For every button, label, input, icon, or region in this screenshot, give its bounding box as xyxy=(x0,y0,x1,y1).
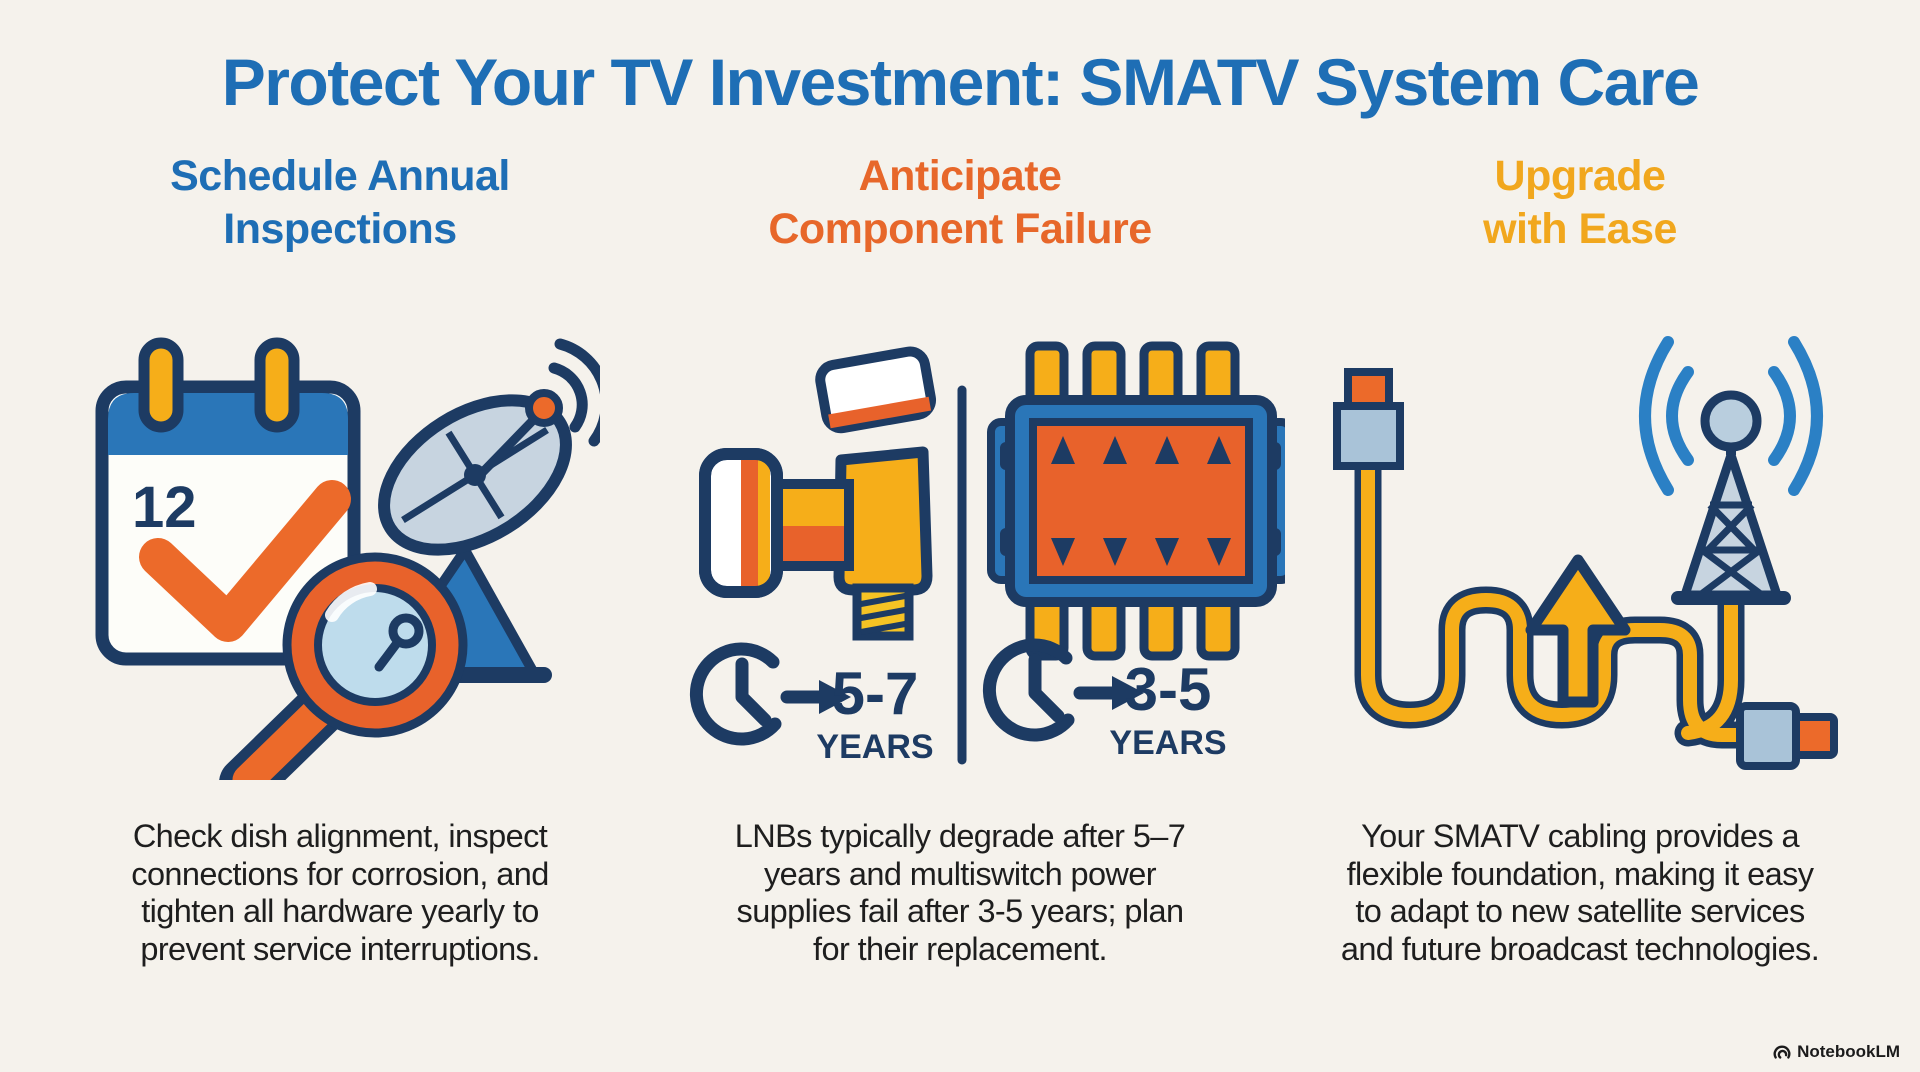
lifespan-multiswitch: 3-5 YEARS xyxy=(982,638,1227,762)
page-title: Protect Your TV Investment: SMATV System… xyxy=(221,45,1700,119)
upgrade-illustration xyxy=(1333,336,1838,770)
lifespan-range: 5-7 xyxy=(832,660,919,727)
lifespan-range: 3-5 xyxy=(1125,656,1212,723)
upgrade-icons xyxy=(1270,300,1890,770)
checkmark-icon xyxy=(139,480,351,642)
signal-wave-icon xyxy=(1768,366,1796,466)
satellite-dish-icon xyxy=(358,338,600,683)
signal-wave-icon xyxy=(1639,336,1674,496)
signal-wave-icon xyxy=(1788,336,1823,496)
signal-wave-icon xyxy=(1666,366,1694,466)
column-heading: Upgrade with Ease xyxy=(1483,152,1677,254)
component-icons: 5-7 YEARS 3-5 YEARS xyxy=(635,312,1285,767)
column-heading: Anticipate Component Failure xyxy=(768,152,1152,254)
component-illustration: 5-7 YEARS 3-5 YEARS xyxy=(689,341,1285,766)
calendar-icon: 12 xyxy=(95,337,361,666)
cable-connector-icon xyxy=(1333,368,1404,470)
lnb-connector-icon xyxy=(699,346,937,641)
lifespan-lnb: 5-7 YEARS xyxy=(689,642,934,766)
inspection-icons: 12 xyxy=(40,315,640,780)
lifespan-unit: YEARS xyxy=(816,728,933,766)
multiswitch-icon xyxy=(987,341,1285,661)
body-paragraph: Your SMATV cabling provides a flexible f… xyxy=(1340,818,1820,968)
up-arrow-icon xyxy=(1525,554,1631,708)
notebooklm-logo-icon xyxy=(1773,1045,1791,1059)
clock-arrow-icon xyxy=(982,638,1144,742)
broadcast-tower-icon xyxy=(1639,336,1823,605)
inspection-illustration: 12 xyxy=(95,337,600,780)
calendar-day-label: 12 xyxy=(132,475,197,540)
magnifying-glass-icon xyxy=(219,552,468,780)
clock-arrow-icon xyxy=(689,642,851,746)
watermark: NotebookLM xyxy=(1772,1042,1900,1062)
body-paragraph: LNBs typically degrade after 5–7 years a… xyxy=(734,818,1186,968)
column-inspections: Schedule Annual Inspections xyxy=(40,150,640,1050)
cable-connector-icon xyxy=(1736,702,1838,770)
column-heading: Schedule Annual Inspections xyxy=(170,152,510,254)
column-component-failure: Anticipate Component Failure xyxy=(635,150,1285,1050)
lifespan-unit: YEARS xyxy=(1109,724,1226,762)
watermark-label: NotebookLM xyxy=(1797,1042,1900,1061)
column-upgrade: Upgrade with Ease xyxy=(1270,150,1890,1050)
coax-cable-icon xyxy=(1354,446,1759,749)
body-paragraph: Check dish alignment, inspect connection… xyxy=(131,818,549,968)
